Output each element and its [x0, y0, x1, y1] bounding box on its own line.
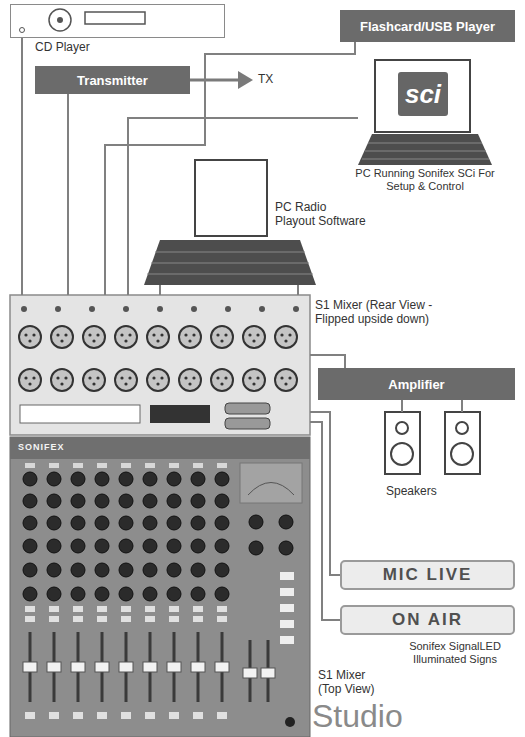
woofer	[391, 443, 413, 465]
illuminated-sign: MIC LIVE	[340, 560, 515, 590]
device-caption: S1 Mixer (Top View)	[318, 668, 390, 696]
meter-scale	[248, 483, 294, 496]
sci-laptop	[358, 60, 492, 165]
mixer-top-surface	[10, 437, 310, 737]
connector-wire	[310, 412, 340, 575]
cd-player-icon	[20, 9, 146, 33]
disc	[49, 9, 71, 31]
master-button	[280, 572, 294, 580]
brand-label: SONIFEX	[18, 442, 65, 452]
master-button	[280, 620, 294, 628]
display	[85, 12, 145, 24]
laptop-keyboard	[144, 240, 316, 285]
device-name: Amplifier	[388, 377, 444, 392]
woofer	[451, 443, 473, 465]
master-button	[280, 604, 294, 612]
jack	[89, 306, 95, 312]
jack	[293, 306, 299, 312]
connector-wire	[401, 400, 403, 412]
dsub-connector	[225, 418, 270, 429]
jack-row	[21, 306, 299, 312]
speaker-pair	[385, 412, 480, 474]
connector-wire	[310, 422, 340, 620]
sign-caption: Sonifex SignalLED Illuminated Signs	[396, 640, 514, 666]
sign-text: MIC LIVE	[383, 565, 473, 585]
dsub-connector	[225, 403, 270, 414]
key-row	[362, 159, 489, 160]
device-caption: PC Radio Playout Software	[275, 200, 369, 228]
device-box: Flashcard/USB Player	[340, 10, 515, 42]
signal-label: TX	[258, 72, 273, 86]
jack	[157, 306, 163, 312]
speakers-node: Speakers	[380, 412, 482, 476]
device-name: CD Player	[35, 40, 90, 54]
jack	[259, 306, 265, 312]
jack	[225, 306, 231, 312]
key-row	[147, 274, 313, 275]
sci-logo	[398, 72, 448, 116]
illuminated-sign: ON AIR	[340, 605, 515, 635]
device-box: Amplifier	[318, 368, 515, 400]
logo-text: sci	[398, 76, 448, 112]
connector-wire	[461, 400, 463, 412]
arrow-head	[238, 71, 253, 89]
key-row	[151, 263, 309, 264]
connector-wire	[67, 94, 69, 295]
connector-wire	[159, 285, 161, 295]
master-knob	[279, 541, 293, 555]
connector-wire	[297, 285, 299, 295]
laptop-keyboard	[358, 134, 492, 165]
mixer-body	[10, 437, 310, 737]
meter-panel	[240, 463, 302, 503]
laptop-screen	[375, 60, 470, 132]
device-caption: Speakers	[386, 484, 437, 498]
room-label: Studio	[312, 699, 403, 733]
connector-wire	[310, 355, 345, 368]
tweeter	[396, 422, 408, 434]
speaker-cabinet	[385, 412, 420, 474]
laptop-node: PC Radio Playout Software	[144, 160, 316, 285]
arrow-shaft	[190, 79, 240, 82]
device-name: Flashcard/USB Player	[360, 19, 495, 34]
laptop-node: sciPC Running Sonifex SCi For Setup & Co…	[358, 60, 492, 165]
jack	[20, 28, 25, 33]
fader-cap	[261, 668, 275, 678]
jack	[123, 306, 129, 312]
mixer-rear-panel	[10, 295, 310, 435]
master-button	[280, 588, 294, 596]
master-button	[280, 636, 294, 644]
panel-plate	[20, 405, 140, 423]
jack	[21, 306, 27, 312]
jack	[55, 306, 61, 312]
panel	[10, 295, 310, 435]
disc-hub	[57, 17, 63, 23]
mixer-top-band	[10, 437, 310, 459]
cd-player-box: CD Player	[10, 4, 225, 38]
device-box: Transmitter	[35, 66, 190, 94]
speaker-cabinet	[445, 412, 480, 474]
key-row	[368, 143, 482, 144]
sign-text: ON AIR	[392, 610, 463, 630]
laptop-screen	[195, 160, 267, 236]
panel-plate	[150, 405, 210, 423]
fader-cap	[243, 668, 257, 678]
jack	[191, 306, 197, 312]
key-row	[365, 151, 486, 152]
tweeter	[456, 422, 468, 434]
mixer-top-node: S1 Mixer (Top View)	[10, 437, 310, 737]
connector-wire	[21, 38, 23, 295]
device-caption: S1 Mixer (Rear View - Flipped upside dow…	[315, 298, 455, 326]
headphone-jack	[285, 717, 295, 727]
master-knob	[249, 515, 263, 529]
tx-arrow	[190, 71, 253, 89]
device-caption: PC Running Sonifex SCi For Setup & Contr…	[355, 167, 495, 193]
key-row	[155, 252, 305, 253]
device-name: Transmitter	[77, 73, 148, 88]
master-knob	[279, 515, 293, 529]
master-knob	[249, 541, 263, 555]
mixer-rear-node: S1 Mixer (Rear View - Flipped upside dow…	[10, 295, 310, 435]
